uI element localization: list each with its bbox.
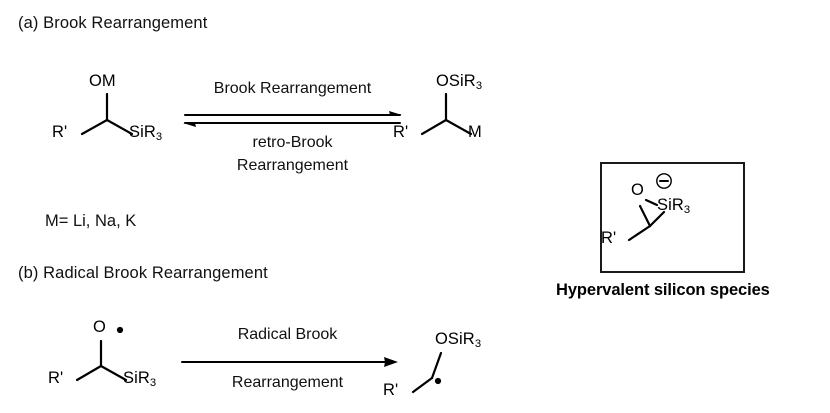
forward-arrow-icon [181,357,398,367]
panel-b-reactant-structure: O R' SiR3 [48,318,210,403]
reactant-a-right-group: SiR3 [129,123,163,143]
reactant-b-left-group: R' [48,369,64,387]
inset-left-group: R' [601,229,617,247]
reactant-a-bonds [80,92,134,136]
inset-oxygen-label: O [631,181,644,199]
product-a-left-group: R' [393,123,409,141]
product-b-left-group: R' [383,381,399,399]
arrow-b-label-1: Radical Brook [237,326,338,343]
panel-a-title: (a) Brook Rearrangement [18,14,208,32]
panel-b-arrow-group: Radical Brook Rearrangement [180,326,405,406]
product-b-bonds-and-radical [411,351,443,394]
panel-a-footnote: M= Li, Na, K [45,212,137,230]
product-a-bonds [420,92,473,136]
panel-a-arrow-group: Brook Rearrangement retro-Brook Rearrang… [180,80,405,185]
inset-ring-bonds [627,173,672,242]
hypervalent-species-box: O SiR3 R' [600,162,745,273]
arrow-a-reverse-label-2: Rearrangement [236,157,349,174]
product-a-right-group: M [468,123,482,141]
panel-b-product-structure: OSiR3 R' [383,330,565,413]
arrow-a-forward-label: Brook Rearrangement [213,80,372,97]
inset-silicon-label: SiR3 [657,196,691,216]
reactant-b-bonds-and-radical [75,326,128,382]
reactant-a-left-group: R' [52,123,68,141]
panel-a-reactant-structure: OM R' SiR3 [52,72,210,157]
product-a-top-group: OSiR3 [436,72,483,92]
product-b-top-group: OSiR3 [435,330,482,350]
inset-caption: Hypervalent silicon species [556,281,770,299]
reactant-a-top-group: OM [89,72,116,90]
arrow-b-label-2: Rearrangement [231,374,344,391]
equilibrium-arrow-icon [183,111,402,127]
arrow-a-reverse-label-1: retro-Brook [252,134,333,151]
panel-a-product-structure: OSiR3 R' M [393,72,565,157]
reactant-b-right-group: SiR3 [123,369,157,389]
panel-b-title: (b) Radical Brook Rearrangement [18,264,268,282]
reactant-b-top-group: O [93,318,106,336]
